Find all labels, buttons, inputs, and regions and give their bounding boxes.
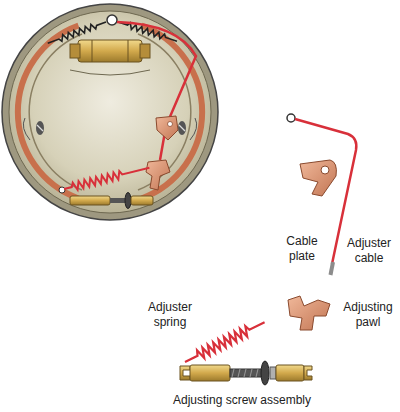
part-label: Adjuster cable [341,236,397,266]
part-label: Adjuster spring [142,300,198,330]
part-label: Adjusting screw assembly [173,393,311,408]
part-label: Adjusting pawl [339,300,397,330]
part-label: Cable plate [274,234,330,264]
